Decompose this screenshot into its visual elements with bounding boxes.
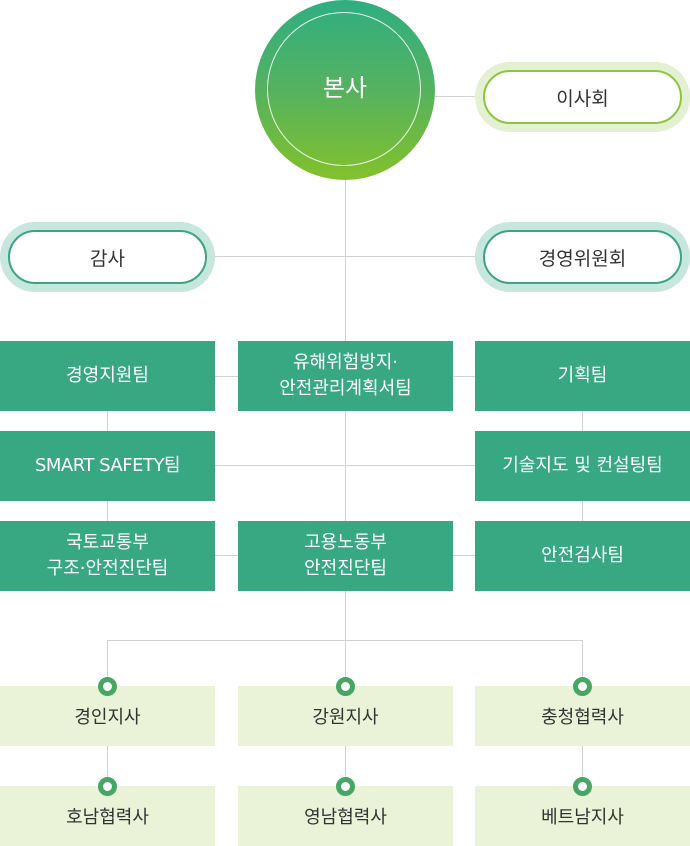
headquarters-ring [267, 12, 421, 166]
connector-hq-board [435, 96, 485, 97]
branch-vietnam: 베트남지사 [475, 786, 690, 846]
team-moel-line1: 고용노동부 [304, 532, 387, 553]
branch-gyeongin-label: 경인지사 [74, 707, 141, 728]
branch-chungcheong: 충청협력사 [475, 686, 690, 746]
branch-gangwon-label: 강원지사 [312, 707, 379, 728]
audit-node: 감사 [0, 222, 215, 292]
connector-branch-right [582, 640, 583, 686]
team-smart-safety-label: SMART SAFETY팀 [34, 455, 181, 476]
branch-honam-label: 호남협력사 [66, 807, 149, 828]
connector-branch-left [107, 640, 108, 686]
branch-chungcheong-label: 충청협력사 [541, 707, 624, 728]
board-node: 이사회 [475, 62, 690, 132]
branch-dot-honam [98, 777, 117, 796]
team-planning: 기획팀 [475, 341, 690, 411]
branch-honam: 호남협력사 [0, 786, 215, 846]
management-committee-node: 경영위원회 [475, 222, 690, 292]
team-safety-inspection-label: 안전검사팀 [541, 545, 624, 566]
audit-label: 감사 [8, 230, 207, 284]
headquarters-label: 본사 [322, 74, 368, 102]
connector-branch-left-lower [107, 746, 108, 786]
connector-audit-committee [212, 256, 482, 257]
team-smart-safety: SMART SAFETY팀 [0, 431, 215, 501]
team-harmful-risk-line2: 안전관리계획서팀 [279, 378, 412, 399]
connector-branch-right-lower [582, 746, 583, 786]
team-moel-line2: 안전진단팀 [304, 558, 387, 579]
headquarters-node: 본사 [255, 0, 435, 180]
branch-dot-yeongnam [336, 777, 355, 796]
branch-dot-chungcheong [573, 677, 592, 696]
team-moel-safety-diagnosis: 고용노동부 안전진단팀 [238, 521, 453, 591]
branch-yeongnam-label: 영남협력사 [304, 807, 387, 828]
team-molit-structural-safety: 국토교통부 구조·안전진단팀 [0, 521, 215, 591]
branch-dot-gangwon [336, 677, 355, 696]
team-harmful-risk-line1: 유해위험방지· [292, 352, 399, 373]
branch-dot-gyeongin [98, 677, 117, 696]
board-label: 이사회 [483, 70, 682, 124]
team-harmful-risk-prevention: 유해위험방지· 안전관리계획서팀 [238, 341, 453, 411]
team-safety-inspection: 안전검사팀 [475, 521, 690, 591]
branch-gyeongin: 경인지사 [0, 686, 215, 746]
team-planning-label: 기획팀 [557, 365, 608, 386]
team-molit-line2: 구조·안전진단팀 [46, 558, 169, 579]
team-technical-guidance-label: 기술지도 및 컨설팅팀 [502, 455, 663, 476]
management-committee-label: 경영위원회 [483, 230, 682, 284]
branch-yeongnam: 영남협력사 [238, 786, 453, 846]
team-management-support-label: 경영지원팀 [66, 365, 149, 386]
connector-row2 [212, 465, 478, 466]
connector-branch-center [345, 590, 346, 686]
team-technical-guidance: 기술지도 및 컨설팅팀 [475, 431, 690, 501]
branch-dot-vietnam [573, 777, 592, 796]
connector-branch-center-lower [345, 746, 346, 786]
branch-vietnam-label: 베트남지사 [541, 807, 624, 828]
team-molit-line1: 국토교통부 [66, 532, 149, 553]
branch-gangwon: 강원지사 [238, 686, 453, 746]
team-management-support: 경영지원팀 [0, 341, 215, 411]
